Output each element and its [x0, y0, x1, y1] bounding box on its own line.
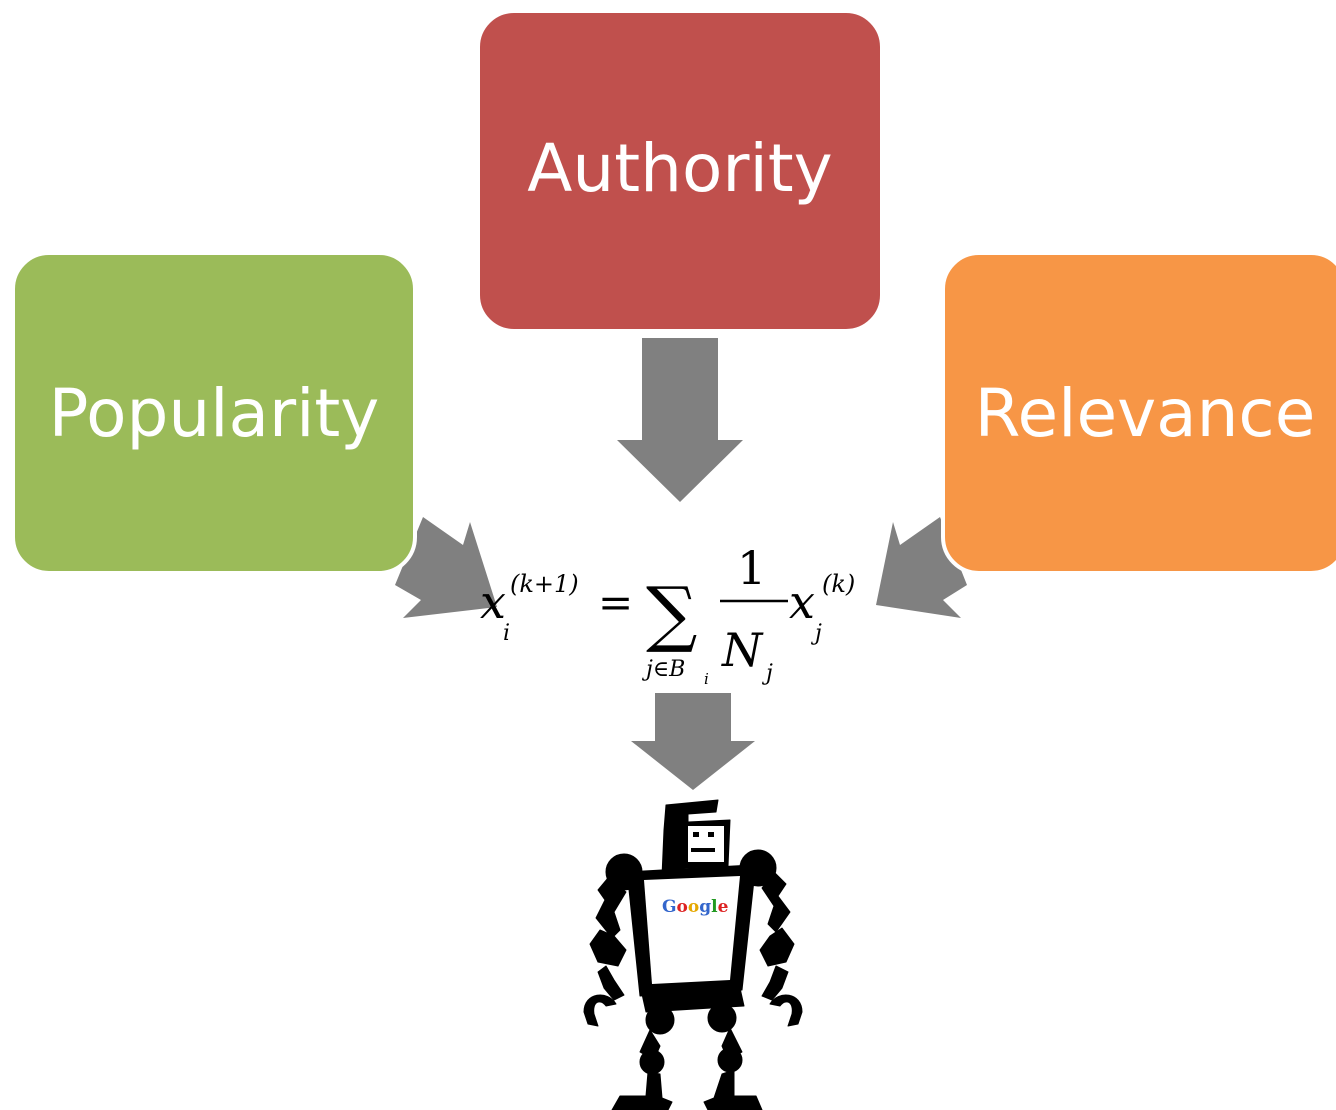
formula-numerator: 1: [737, 541, 766, 595]
robot-right-forearm: [761, 965, 789, 1001]
google-letter-3: o: [688, 897, 699, 917]
robot-face: [688, 826, 724, 862]
arrow-formula-to-robot: [631, 693, 755, 790]
robot-right-foot: [703, 1069, 763, 1110]
robot-figure: [583, 799, 803, 1110]
formula-sum-symbol: ∑: [646, 571, 697, 655]
relevance-label: Relevance: [974, 374, 1316, 452]
robot-right-eye: [708, 832, 714, 837]
robot-left-forearm: [597, 965, 625, 1001]
formula-sum-sub-index: i: [704, 670, 709, 688]
formula-rhs-var: x: [789, 575, 815, 629]
formula-equals: =: [598, 578, 633, 627]
robot-right-hand: [769, 994, 803, 1027]
google-letter-1: G: [662, 897, 677, 917]
formula-rhs-sup: (k): [822, 570, 855, 598]
formula-lhs-sup: (k+1): [510, 570, 579, 598]
arrow-authority-to-formula: [617, 338, 743, 502]
google-letter-6: e: [718, 897, 729, 917]
google-letter-4: g: [699, 897, 711, 917]
robot-left-hand: [583, 994, 617, 1027]
formula-lhs-sub: i: [503, 621, 510, 646]
robot-left-foot: [611, 1071, 673, 1110]
authority-box: Authority: [476, 9, 884, 333]
robot-left-hip-joint: [645, 1005, 675, 1035]
popularity-label: Popularity: [48, 374, 380, 452]
formula-sum-sub: j∈B: [641, 657, 685, 682]
formula-lhs-var: x: [480, 575, 506, 629]
robot-right-elbow: [759, 927, 795, 967]
robot-left-knee: [639, 1049, 665, 1075]
robot-chest-panel: [644, 876, 740, 984]
robot-mouth: [691, 848, 715, 852]
relevance-box: Relevance: [941, 251, 1336, 575]
authority-label: Authority: [527, 129, 833, 207]
google-letter-5: l: [711, 897, 718, 917]
popularity-box: Popularity: [11, 251, 417, 575]
robot-google-logo: Google: [662, 897, 729, 917]
arrow-popularity-to-formula: [395, 517, 497, 618]
robot-right-knee: [717, 1047, 743, 1073]
robot-left-elbow: [589, 929, 627, 967]
robot-right-hip-joint: [707, 1003, 737, 1033]
google-letter-2: o: [677, 897, 688, 917]
robot-right-shoulder: [739, 849, 777, 887]
robot-left-eye: [693, 832, 699, 837]
formula-denominator-var: N: [721, 623, 764, 677]
